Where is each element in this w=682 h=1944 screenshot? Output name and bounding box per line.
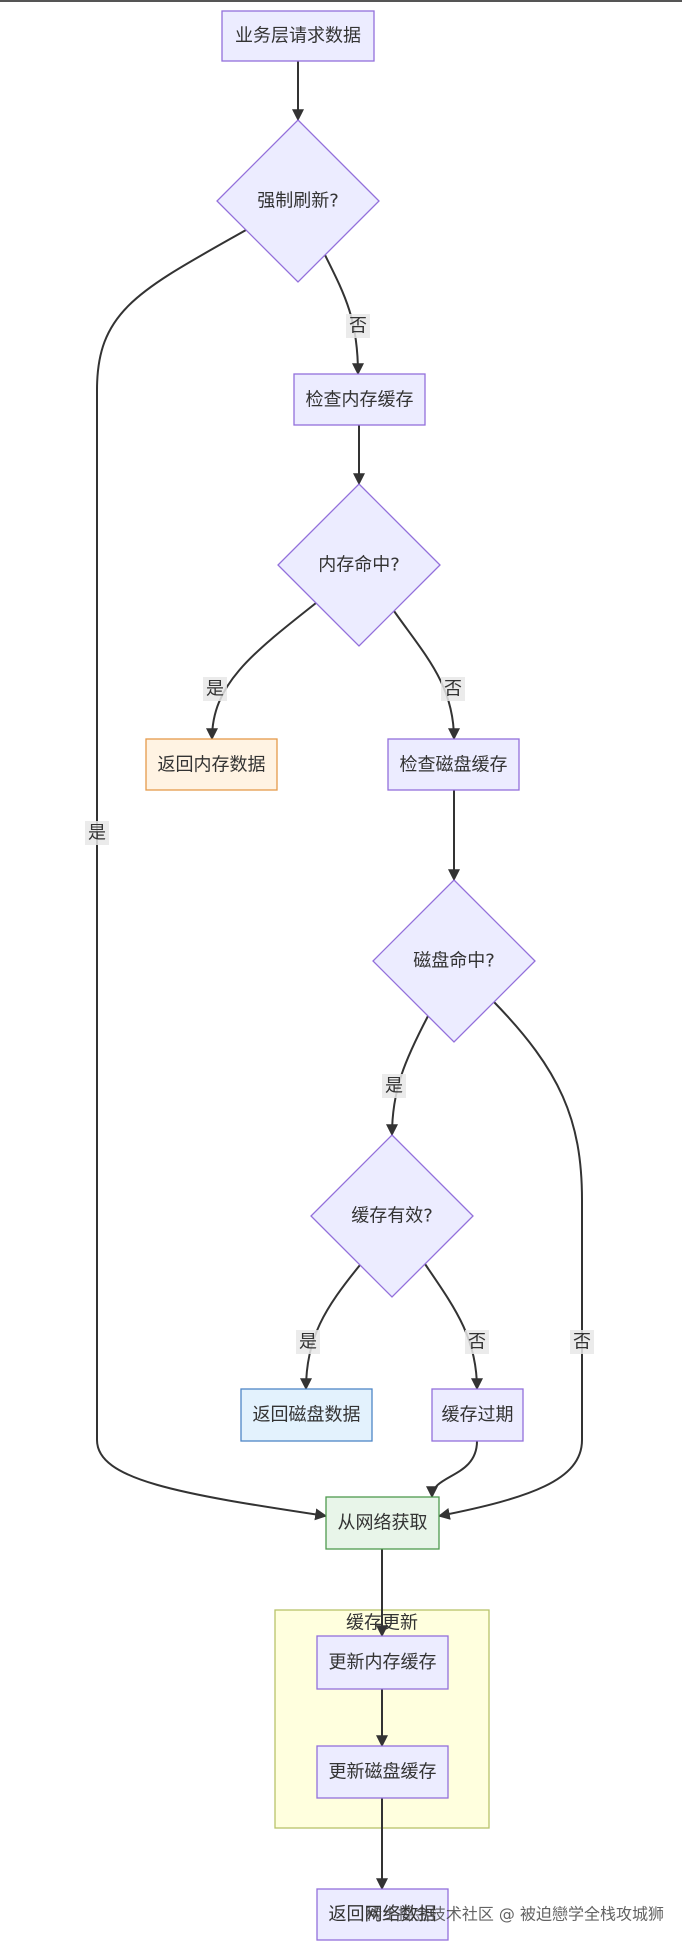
- watermark: 稀土掘金技术社区 @ 被迫戀学全栈攻城狮: [366, 1905, 664, 1924]
- node-request: 业务层请求数据: [221, 10, 375, 62]
- edge-label-background: [465, 1330, 489, 1354]
- node-return-network: 返回网络数据: [316, 1888, 449, 1941]
- decision-disk-hit: 磁盘命中?: [372, 879, 536, 1043]
- node-box: [316, 1745, 449, 1799]
- top-border-line: [0, 0, 682, 2]
- edge-labels: 否 是 是 否 是 否 是 否: [85, 314, 594, 1354]
- node-cache-expired: 缓存过期: [431, 1388, 524, 1442]
- edge-label-no: 否: [346, 314, 370, 338]
- edge-label-background: [346, 314, 370, 338]
- edge-label-background: [296, 1330, 320, 1354]
- edge-label-yes: 是: [296, 1330, 320, 1354]
- decision-label: 缓存有效?: [351, 1206, 433, 1227]
- node-box: [293, 373, 426, 426]
- edge-label-background: [570, 1330, 594, 1354]
- edge-label-no: 否: [570, 1330, 594, 1354]
- node-box: [387, 738, 520, 791]
- decision-label: 强制刷新?: [257, 191, 339, 212]
- decision-label: 内存命中?: [318, 555, 400, 576]
- node-box: [145, 738, 278, 791]
- decision-label: 磁盘命中?: [413, 951, 495, 972]
- edge-label-yes: 是: [85, 821, 109, 845]
- edge-label-text: 否: [444, 679, 462, 700]
- node-check-disk: 检查磁盘缓存: [387, 738, 520, 791]
- node-label: 检查磁盘缓存: [400, 755, 508, 776]
- edge-label-yes: 是: [203, 677, 227, 701]
- edge-cache-valid-to-return-disk: [300, 1264, 361, 1391]
- node-box: [325, 1496, 440, 1550]
- edge-memory-hit-to-return-memory: [206, 602, 317, 741]
- node-return-memory: 返回内存数据: [145, 738, 278, 791]
- node-box: [316, 1888, 449, 1941]
- edge-force-refresh-to-fetch-network: [96, 229, 328, 1521]
- node-check-memory: 检查内存缓存: [293, 373, 426, 426]
- decision-diamond: [372, 879, 536, 1043]
- decision-cache-valid: 缓存有效?: [310, 1134, 474, 1298]
- node-return-disk: 返回磁盘数据: [240, 1388, 373, 1442]
- node-fetch-network: 从网络获取: [325, 1496, 440, 1550]
- edge-label-background: [441, 677, 465, 701]
- node-label: 返回磁盘数据: [253, 1405, 361, 1426]
- edge-label-text: 是: [88, 823, 106, 844]
- edge-label-text: 是: [299, 1332, 317, 1353]
- node-box: [316, 1635, 449, 1690]
- node-label: 业务层请求数据: [235, 26, 361, 47]
- node-label: 返回网络数据: [329, 1904, 437, 1925]
- node-label: 从网络获取: [338, 1513, 428, 1534]
- edge-cache-expired-to-fetch-network: [426, 1440, 478, 1499]
- node-label: 检查内存缓存: [306, 390, 414, 411]
- edge-label-no: 否: [465, 1330, 489, 1354]
- edge-label-background: [203, 677, 227, 701]
- node-box: [221, 10, 375, 62]
- decision-diamond: [310, 1134, 474, 1298]
- edge-label-yes: 是: [382, 1074, 406, 1098]
- edge-label-text: 否: [468, 1332, 486, 1353]
- node-box: [240, 1388, 373, 1442]
- decision-force-refresh: 强制刷新?: [216, 119, 380, 283]
- edge-label-background: [85, 821, 109, 845]
- node-update-memory: 更新内存缓存: [316, 1635, 449, 1690]
- node-update-disk: 更新磁盘缓存: [316, 1745, 449, 1799]
- edge-label-text: 否: [349, 316, 367, 337]
- node-label: 返回内存数据: [158, 755, 266, 776]
- edge-cache-valid-to-cache-expired: [424, 1263, 483, 1391]
- edge-memory-hit-to-check-disk: [393, 610, 460, 741]
- edge-label-text: 否: [573, 1332, 591, 1353]
- decision-diamond: [277, 483, 441, 647]
- edge-label-background: [382, 1074, 406, 1098]
- edge-force-refresh-to-check-memory: [324, 254, 364, 376]
- node-label: 更新磁盘缓存: [329, 1762, 437, 1783]
- decision-diamond: [216, 119, 380, 283]
- edge-label-text: 是: [385, 1076, 403, 1097]
- edge-disk-hit-to-fetch-network: [437, 1001, 583, 1520]
- node-label: 更新内存缓存: [329, 1652, 437, 1673]
- edge-label-no: 否: [441, 677, 465, 701]
- node-box: [431, 1388, 524, 1442]
- decision-memory-hit: 内存命中?: [277, 483, 441, 647]
- node-label: 缓存过期: [442, 1405, 514, 1426]
- edge-label-text: 是: [206, 679, 224, 700]
